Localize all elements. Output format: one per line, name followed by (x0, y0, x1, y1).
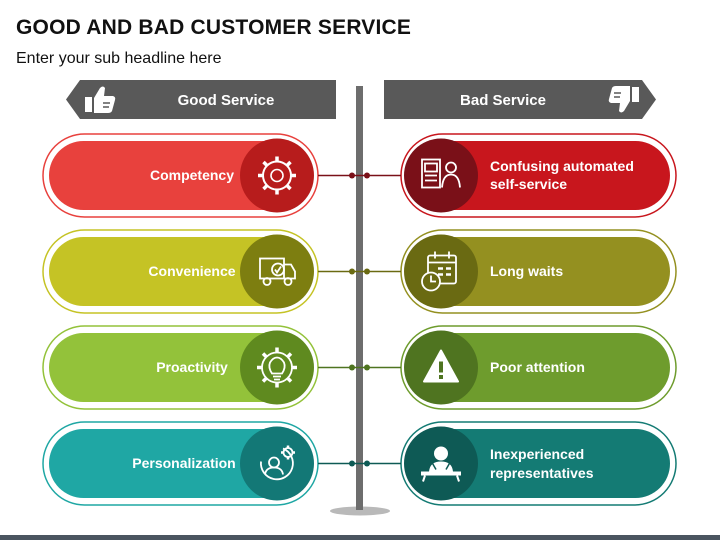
bad-row-poor-attention: Poor attention (400, 325, 677, 410)
pole (356, 86, 363, 510)
page-subtitle: Enter your sub headline here (16, 50, 222, 67)
good-label-personalization: Personalization (132, 455, 235, 471)
bad-label-confusing-line2: self-service (490, 176, 567, 192)
connector-row-4 (318, 460, 401, 467)
thumbs-up-icon (85, 86, 116, 113)
good-row-competency: Competency (42, 133, 319, 218)
gear-lightbulb-icon (257, 347, 297, 388)
bad-row-inexperienced-reps: Inexperienced representatives (400, 421, 677, 506)
bad-label-inexperienced-line2: representatives (490, 465, 594, 481)
bad-label-confusing-line1: Confusing automated (490, 158, 634, 174)
bad-service-sign: Bad Service (384, 80, 656, 119)
bad-label-long-waits: Long waits (490, 263, 563, 279)
bad-row-long-waits: Long waits (400, 229, 677, 314)
delivery-truck-icon (259, 257, 296, 286)
connector-row-1 (318, 172, 401, 179)
good-row-personalization: Personalization (42, 421, 319, 506)
pole-base (330, 506, 390, 516)
good-label-convenience: Convenience (148, 263, 235, 279)
connector-row-2 (318, 268, 401, 275)
bad-label-poor-attention: Poor attention (490, 359, 585, 375)
good-service-sign: Good Service (66, 80, 336, 119)
warning-icon (423, 349, 459, 383)
good-label-competency: Competency (150, 167, 234, 183)
thumbs-down-icon (608, 86, 639, 113)
user-settings-icon (260, 445, 295, 481)
good-row-proactivity: Proactivity (42, 325, 319, 410)
bad-service-label: Bad Service (460, 92, 546, 109)
connector-row-3 (318, 364, 401, 371)
good-service-label: Good Service (178, 92, 275, 109)
bad-row-confusing-self-service: Confusing automated self-service (400, 133, 677, 218)
kiosk-person-icon (421, 158, 461, 189)
good-label-proactivity: Proactivity (156, 359, 228, 375)
calendar-clock-icon (421, 251, 457, 292)
footer-bar (0, 535, 720, 540)
representative-icon (421, 446, 461, 482)
bad-label-inexperienced-line1: Inexperienced (490, 446, 584, 462)
good-row-convenience: Convenience (42, 229, 319, 314)
page-title: GOOD AND BAD CUSTOMER SERVICE (16, 16, 412, 39)
gear-person-icon (258, 156, 296, 195)
